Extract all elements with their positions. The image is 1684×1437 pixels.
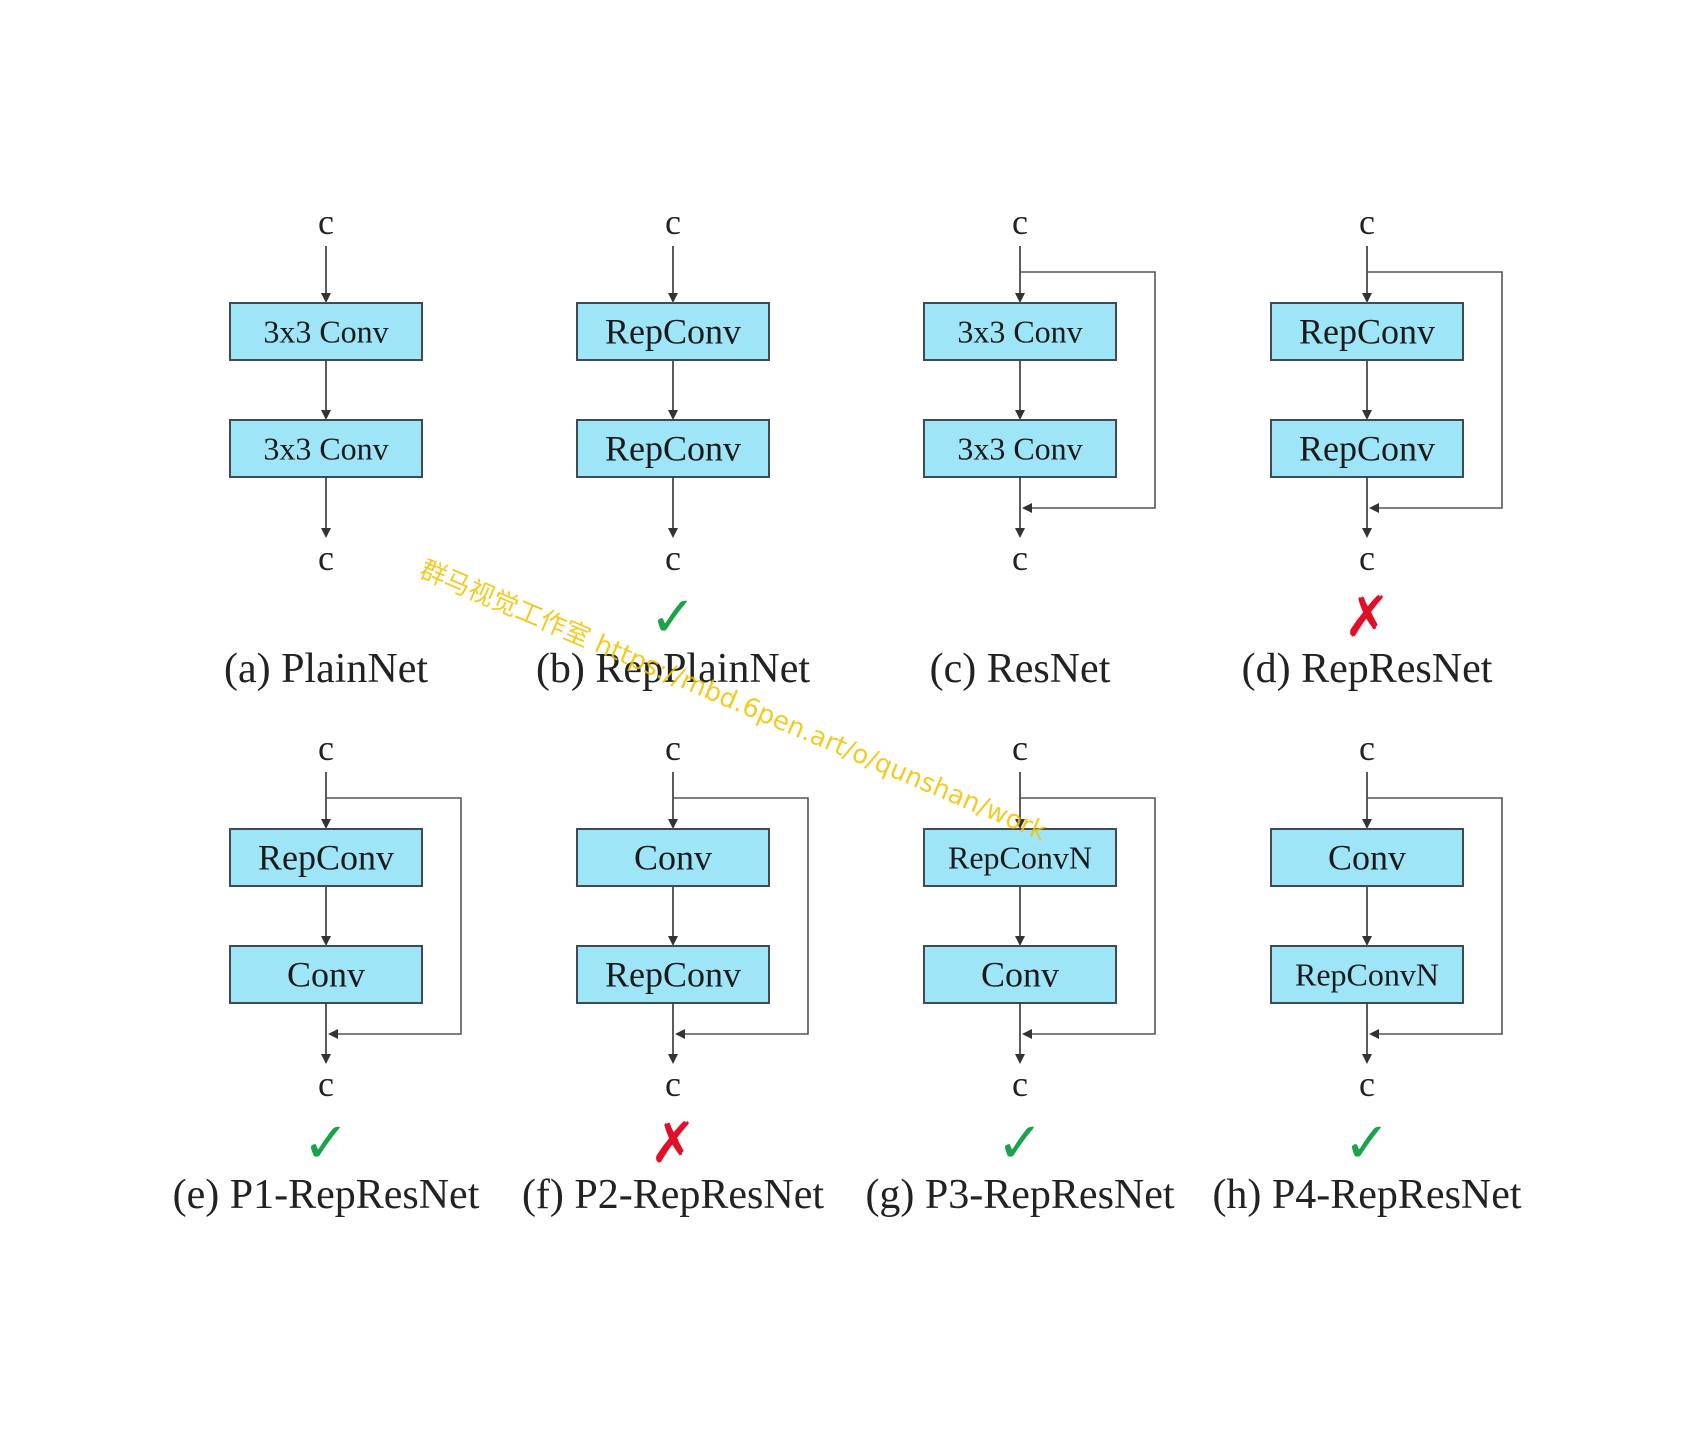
block-1 [576, 302, 770, 361]
output-label: c [1012, 538, 1028, 578]
block-2-label: 3x3 Conv [957, 430, 1082, 466]
block-1 [923, 828, 1117, 887]
panel-caption: (h) P4-RepResNet [1212, 1172, 1521, 1218]
block-2 [923, 945, 1117, 1004]
block-1 [576, 828, 770, 887]
block-1 [923, 302, 1117, 361]
block-1-label: Conv [1328, 838, 1406, 878]
block-2-label: Conv [981, 955, 1059, 995]
block-1-label: 3x3 Conv [263, 313, 388, 349]
cross-mark-icon: ✗ [1344, 585, 1391, 650]
block-2 [1270, 419, 1464, 478]
panel-caption: (d) RepResNet [1242, 646, 1493, 692]
output-label: c [1359, 538, 1375, 578]
output-label: c [665, 1064, 681, 1104]
input-label: c [318, 202, 334, 242]
residual-connection [1367, 271, 1503, 513]
check-mark-icon: ✓ [303, 1111, 350, 1176]
cross-mark-icon: ✗ [650, 1111, 697, 1176]
check-mark-icon: ✓ [650, 585, 697, 650]
panel-a: c 3x3 Conv 3x3 Conv c (a) PlainNet [224, 202, 428, 692]
check-mark-icon: ✓ [997, 1111, 1044, 1176]
block-2 [576, 945, 770, 1004]
input-label: c [1012, 728, 1028, 768]
input-label: c [1359, 202, 1375, 242]
block-1 [1270, 828, 1464, 887]
block-1-label: RepConvN [948, 839, 1092, 875]
check-mark-icon: ✓ [1344, 1111, 1391, 1176]
output-label: c [318, 538, 334, 578]
panel-caption: (a) PlainNet [224, 646, 428, 692]
residual-connection [1020, 271, 1156, 513]
block-1-label: 3x3 Conv [957, 313, 1082, 349]
block-1-label: RepConv [1299, 312, 1435, 352]
residual-connection [1367, 797, 1503, 1039]
block-2 [1270, 945, 1464, 1004]
output-label: c [665, 538, 681, 578]
input-label: c [1359, 728, 1375, 768]
block-1 [229, 828, 423, 887]
panel-c: c 3x3 Conv 3x3 Conv c (c) ResNet [923, 202, 1156, 692]
input-label: c [665, 202, 681, 242]
block-2-label: Conv [287, 955, 365, 995]
output-label: c [1012, 1064, 1028, 1104]
block-1-label: Conv [634, 838, 712, 878]
input-label: c [665, 728, 681, 768]
block-2-label: RepConv [605, 955, 741, 995]
block-2 [576, 419, 770, 478]
block-2 [923, 419, 1117, 478]
block-2-label: RepConv [605, 429, 741, 469]
block-1-label: RepConv [258, 838, 394, 878]
block-2-label: RepConvN [1295, 956, 1439, 992]
block-2-label: 3x3 Conv [263, 430, 388, 466]
block-1 [1270, 302, 1464, 361]
block-2 [229, 419, 423, 478]
residual-connection [326, 797, 462, 1039]
panel-caption: (g) P3-RepResNet [865, 1172, 1174, 1218]
residual-connection [1020, 797, 1156, 1039]
watermark-text: 群马视觉工作室 https://mbd.6pen.art/o/qunshan/w… [415, 555, 1051, 847]
block-1-label: RepConv [605, 312, 741, 352]
block-1 [229, 302, 423, 361]
residual-connection [673, 797, 809, 1039]
panel-caption: (c) ResNet [930, 646, 1111, 692]
panel-caption: (f) P2-RepResNet [522, 1172, 824, 1218]
block-2-label: RepConv [1299, 429, 1435, 469]
input-label: c [1012, 202, 1028, 242]
panel-caption: (b) RepPlainNet [536, 646, 810, 692]
output-label: c [318, 1064, 334, 1104]
panel-caption: (e) P1-RepResNet [173, 1172, 480, 1218]
input-label: c [318, 728, 334, 768]
output-label: c [1359, 1064, 1375, 1104]
